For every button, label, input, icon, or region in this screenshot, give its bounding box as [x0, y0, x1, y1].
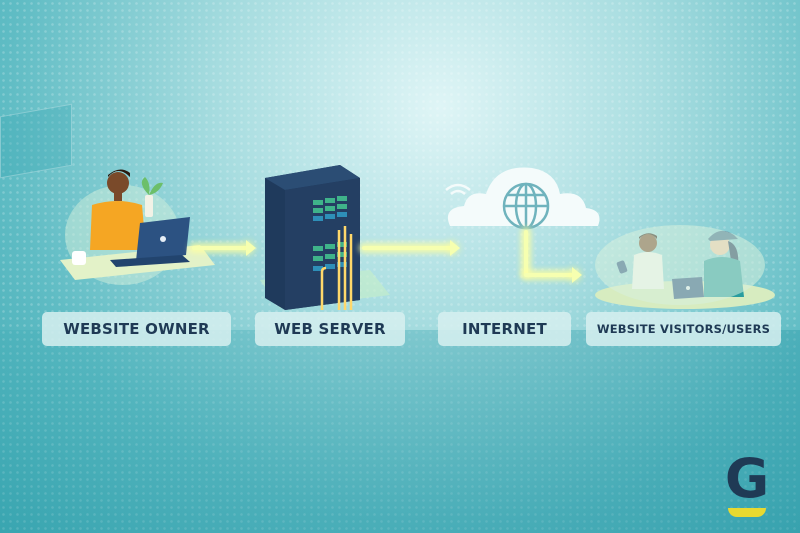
web-server-node: [255, 160, 395, 310]
arrow-owner-to-server: [192, 246, 247, 250]
background-band: [0, 330, 800, 533]
website-users-node: [590, 225, 780, 310]
internet-node: [440, 160, 610, 240]
website-owner-node: [50, 165, 220, 295]
label-text: INTERNET: [462, 320, 547, 338]
cloud-globe-icon: [445, 167, 600, 230]
arrow-internet-down: [524, 230, 528, 275]
person-at-laptop-icon: [60, 169, 215, 280]
logo-underline: [728, 508, 766, 517]
users-backdrop: [595, 225, 765, 305]
label-website-visitors-users: WEBSITE VISITORS/USERS: [586, 312, 781, 346]
label-web-server: WEB SERVER: [255, 312, 405, 346]
arrowhead-icon: [450, 240, 460, 256]
logo-letter: G: [724, 447, 770, 510]
arrow-server-to-internet: [362, 246, 452, 250]
arrowhead-icon: [572, 267, 582, 283]
label-internet: INTERNET: [438, 312, 571, 346]
server-rack-icon: [260, 165, 390, 310]
arrowhead-icon: [246, 240, 256, 256]
label-text: WEBSITE VISITORS/USERS: [596, 322, 771, 336]
arrow-internet-to-users: [524, 273, 574, 277]
brand-logo: G: [722, 452, 772, 518]
label-website-owner: WEBSITE OWNER: [42, 312, 231, 346]
label-text: WEBSITE OWNER: [63, 320, 210, 338]
label-text: WEB SERVER: [274, 320, 386, 338]
